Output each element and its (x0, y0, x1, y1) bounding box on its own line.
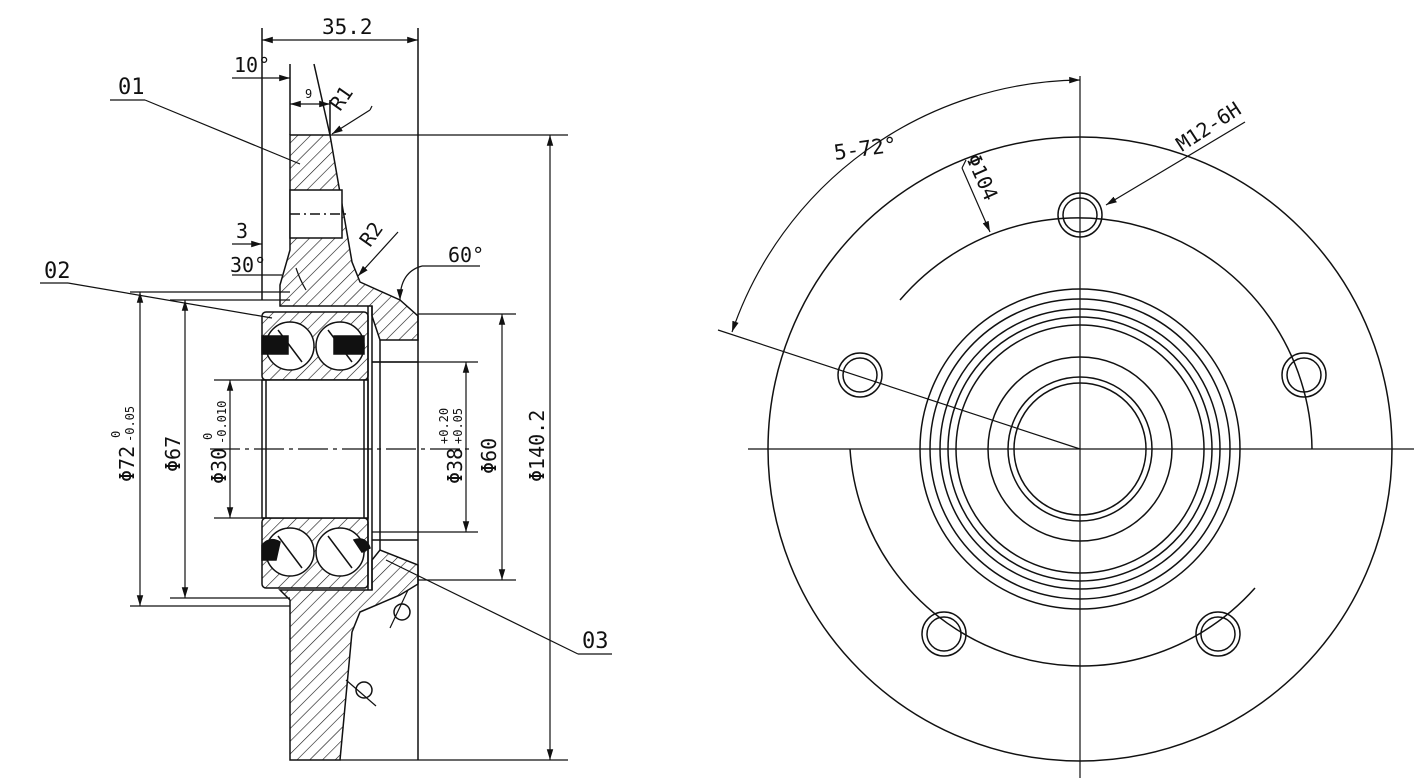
pcd-label: Φ104 (961, 150, 1003, 204)
dim-angle-30: 30° (230, 253, 266, 277)
seal-upper-right (333, 335, 365, 355)
front-view-labels: 5-72° Φ104 M12-6H (832, 97, 1245, 204)
part-label-03: 03 (582, 629, 609, 654)
pitch-circle-arc-upper (899, 217, 1313, 450)
dim-step-3: 3 (236, 219, 248, 243)
dim-angle-60: 60° (448, 243, 484, 267)
dim-dia-38: Φ38 (443, 448, 467, 484)
dim-dia-38-upper: +0.20 (437, 408, 451, 444)
dim-dia-38-lower: +0.05 (451, 408, 465, 444)
dim-dia-67: Φ67 (161, 436, 185, 472)
dim-flange-9: 9 (305, 87, 312, 101)
dim-dia-30: Φ30 (207, 448, 231, 484)
bolt-hole-right (1281, 352, 1327, 398)
pitch-circle-arc-lower (849, 448, 1256, 667)
thread-label: M12-6H (1172, 97, 1246, 156)
bolt-hole-left (837, 352, 883, 398)
dim-dia-72: Φ72 (115, 446, 139, 482)
bolt-pattern-label: 5-72° (832, 132, 898, 165)
bolt-hole-bottom-left (921, 611, 967, 657)
dim-angle-10: 10° (234, 53, 270, 77)
hub-body-upper (279, 134, 419, 341)
part-label-01: 01 (118, 75, 145, 100)
section-view-labels: 35.2 10° 9 R1 R2 3 30° 60° 01 02 03 Φ72 … (44, 15, 609, 654)
dim-dia-72-upper: 0 (109, 431, 123, 438)
dim-dia-30-upper: 0 (201, 433, 215, 440)
front-view (717, 76, 1414, 778)
seal-upper-left (261, 335, 289, 355)
dim-overall-width: 35.2 (322, 15, 373, 39)
bolt-hole-bottom-right (1195, 611, 1241, 657)
dim-dia-140: Φ140.2 (525, 410, 549, 482)
dim-dia-60: Φ60 (477, 438, 501, 474)
dim-dia-72-lower: -0.05 (123, 406, 137, 442)
dim-fillet-r2: R2 (354, 217, 387, 251)
angle-dim-arc (731, 76, 1081, 333)
dim-dia-30-lower: -0.010 (215, 401, 229, 444)
section-view (40, 28, 612, 761)
part-label-02: 02 (44, 259, 71, 284)
